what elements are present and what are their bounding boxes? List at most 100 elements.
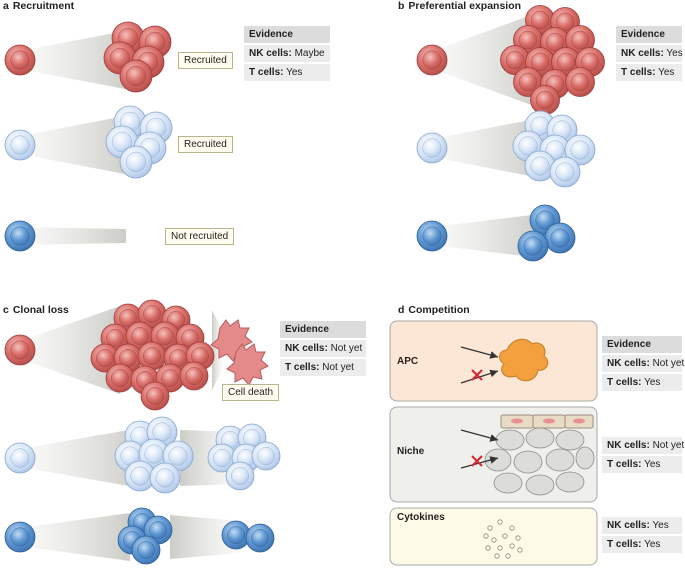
not-recruited-label: Not recruited [165, 228, 235, 245]
evidence-t-row: T cells: Yes [602, 536, 682, 553]
red-cell [416, 44, 448, 76]
niche-stromal-cells [484, 414, 595, 496]
blocked-x-icon [471, 369, 483, 381]
expansion-fan [20, 428, 140, 488]
evidence-table-d-cytokines: NK cells: Yes T cells: Yes [602, 517, 682, 555]
blue-cell [416, 220, 448, 252]
blue-cell [245, 523, 275, 553]
expansion-fan [170, 515, 240, 559]
red-cell [140, 381, 170, 411]
recruited-label: Recruited [178, 52, 233, 69]
blocked-x-icon [471, 455, 483, 467]
cytokine-dot [491, 537, 497, 543]
cytokine-dots [483, 519, 523, 559]
evidence-header: Evidence [280, 321, 366, 338]
evidence-table-b: Evidence NK cells: Yes T cells: Yes [616, 26, 683, 83]
cytokines-panel [389, 507, 598, 566]
evidence-nk-row: NK cells: Yes [602, 517, 682, 534]
cytokine-dot [497, 519, 503, 525]
light-blue-cell [225, 461, 255, 491]
cytokine-dot [485, 545, 491, 551]
expansion-fan [20, 115, 130, 175]
evidence-table-d-apc: Evidence NK cells: Not yet T cells: Yes [602, 336, 684, 393]
blue-cell [221, 520, 251, 550]
light-blue-cell [564, 134, 596, 166]
cytokine-dot [515, 535, 521, 541]
expansion-fan [20, 30, 130, 90]
cytokine-dot [497, 545, 503, 551]
apc-label: APC [397, 356, 419, 367]
light-blue-cell [4, 129, 36, 161]
evidence-nk-row: NK cells: Maybe [244, 45, 330, 62]
light-blue-cell [207, 443, 237, 473]
light-blue-cell [251, 441, 281, 471]
light-blue-cell [162, 440, 194, 472]
light-blue-cell [4, 442, 36, 474]
red-cell [119, 59, 153, 93]
evidence-t-row: T cells: Yes [244, 64, 330, 81]
expansion-fan [20, 513, 130, 561]
light-blue-cell [119, 145, 153, 179]
evidence-nk-row: NK cells: Not yet [602, 437, 684, 454]
apc-cell-shape [499, 338, 549, 382]
evidence-table-a: Evidence NK cells: Maybe T cells: Yes [244, 26, 330, 83]
red-cell [4, 44, 36, 76]
apc-arrow [460, 346, 499, 359]
expansion-fan [20, 227, 126, 245]
cytokine-dot [487, 525, 493, 531]
evidence-table-d-niche: NK cells: Not yet T cells: Yes [602, 437, 684, 475]
light-blue-cell [524, 150, 556, 182]
expansion-fan [432, 118, 540, 178]
cytokine-dot [505, 553, 511, 559]
red-cell [530, 85, 560, 115]
red-cell [137, 299, 167, 329]
evidence-t-row: T cells: Yes [602, 456, 682, 473]
expansion-fan [432, 12, 540, 108]
blue-cell [544, 222, 576, 254]
cytokine-dot [517, 547, 523, 553]
blue-cell [4, 521, 36, 553]
cells-layer [4, 5, 605, 565]
red-cell [565, 25, 595, 55]
niche-arrow [460, 429, 499, 442]
evidence-nk-row: NK cells: Yes [616, 45, 683, 62]
light-blue-cell [124, 460, 156, 492]
light-blue-cell [416, 132, 448, 164]
cytokine-dot [502, 533, 508, 539]
recruited-label: Recruited [178, 136, 233, 153]
blue-cell [4, 220, 36, 252]
apc-panel [389, 320, 598, 402]
cytokine-dot [509, 543, 515, 549]
light-blue-cell [549, 156, 581, 188]
evidence-header: Evidence [616, 26, 682, 43]
evidence-nk-row: NK cells: Not yet [602, 355, 684, 372]
evidence-t-row: T cells: Yes [616, 64, 682, 81]
cell-death-label: Cell death [222, 384, 280, 401]
red-cell [4, 334, 36, 366]
red-cell [565, 67, 595, 97]
red-cell [105, 363, 135, 393]
evidence-header: Evidence [244, 26, 330, 43]
red-cell [179, 361, 209, 391]
blue-cell [131, 535, 161, 565]
expansion-fan [20, 306, 120, 394]
cytokine-dot [483, 533, 489, 539]
dying-cells [210, 319, 269, 386]
blue-cell [517, 230, 549, 262]
light-blue-cell [149, 462, 181, 494]
red-cell [137, 341, 167, 371]
cytokine-dot [509, 525, 515, 531]
evidence-table-c: Evidence NK cells: Not yet T cells: Not … [280, 321, 366, 378]
cytokine-dot [494, 553, 500, 559]
cytokines-label: Cytokines [397, 512, 445, 523]
evidence-t-row: T cells: Not yet [280, 359, 366, 376]
red-cell [500, 45, 530, 75]
expansion-fan [432, 214, 540, 258]
niche-label: Niche [397, 446, 425, 457]
evidence-header: Evidence [602, 336, 682, 353]
